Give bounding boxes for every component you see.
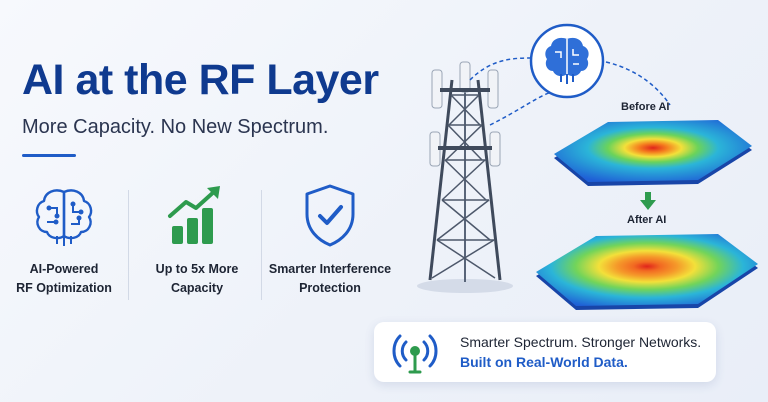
growth-chart-icon	[168, 186, 220, 244]
tagline-secondary: Built on Real-World Data.	[460, 354, 628, 370]
shield-check-icon	[305, 184, 355, 247]
heatmap-after-ai	[536, 234, 758, 310]
ai-brain-badge-icon	[529, 23, 605, 99]
heatmap-before-ai	[554, 120, 752, 186]
arrow-down-icon	[640, 192, 656, 210]
feature-label: Up to 5x More Capacity	[155, 262, 239, 295]
feature-capacity: Up to 5x More Capacity	[133, 180, 261, 310]
tagline-primary: Smarter Spectrum. Stronger Networks.	[460, 334, 702, 350]
feature-label: Smarter Interference Protection	[268, 262, 392, 295]
page-subtitle: More Capacity. No New Spectrum.	[22, 116, 329, 138]
signal-antenna-icon	[392, 334, 438, 374]
feature-interference-protection: Smarter Interference Protection	[266, 180, 394, 310]
page-title: AI at the RF Layer	[22, 56, 379, 104]
brain-circuit-icon	[35, 189, 93, 246]
after-ai-label: After AI	[627, 214, 667, 226]
feature-divider	[128, 190, 129, 300]
cell-tower-illustration	[417, 61, 513, 293]
tagline-banner: Smarter Spectrum. Stronger Networks. Bui…	[374, 322, 716, 382]
before-ai-label: Before AI	[621, 101, 670, 113]
accent-divider	[22, 154, 76, 157]
feature-list: AI-Powered RF Optimization Up to 5x More…	[0, 180, 395, 310]
feature-ai-rf-optimization: AI-Powered RF Optimization	[0, 180, 128, 310]
feature-label: AI-Powered RF Optimization	[16, 262, 112, 295]
feature-divider	[261, 190, 262, 300]
